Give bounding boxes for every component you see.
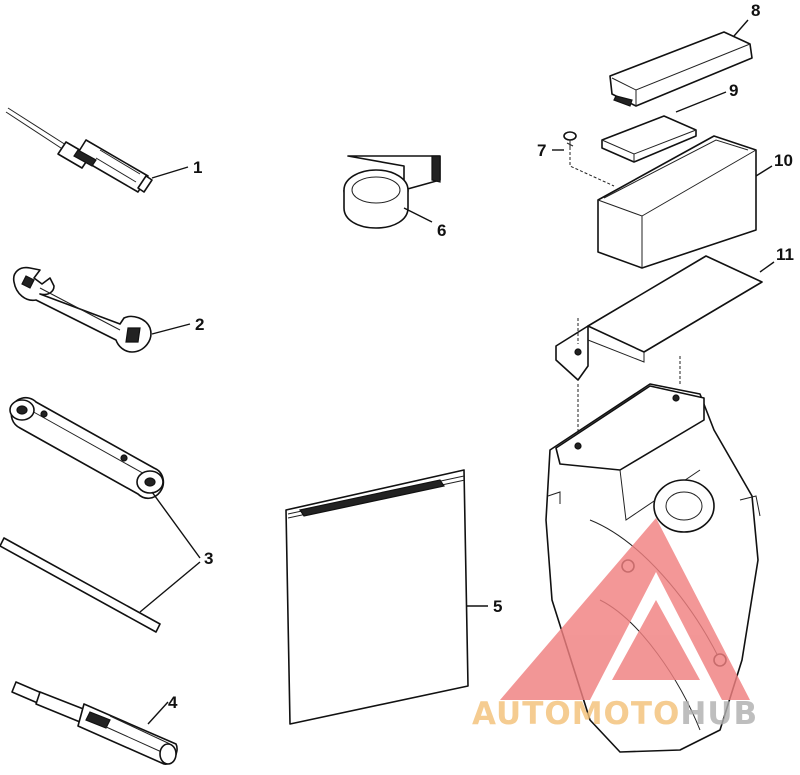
tape-roll-part xyxy=(343,155,441,229)
callout-6: 6 xyxy=(437,221,446,240)
case-lid-part xyxy=(609,31,753,107)
callout-8: 8 xyxy=(751,1,760,20)
watermark-logo: AUTOMOTOHUB xyxy=(472,518,758,732)
tool-case-part xyxy=(597,135,757,269)
box-wrench-part xyxy=(9,396,165,500)
watermark-text-main: AUTOMOTO xyxy=(472,696,680,732)
bracket-part xyxy=(555,255,763,381)
callout-4: 4 xyxy=(168,693,178,712)
watermark-text-hub: HUB xyxy=(680,696,758,732)
owners-manual-part xyxy=(285,469,469,725)
wrench-part xyxy=(12,266,152,353)
rod-part xyxy=(0,537,161,633)
screwdriver-part xyxy=(5,107,153,193)
callout-9: 9 xyxy=(729,81,738,100)
screw-part xyxy=(563,131,577,150)
callout-5: 5 xyxy=(493,597,502,616)
callout-1: 1 xyxy=(193,158,202,177)
bit-driver-part xyxy=(11,681,178,765)
callout-3: 3 xyxy=(204,549,213,568)
foam-pad-part xyxy=(601,115,697,163)
callout-10: 10 xyxy=(774,151,793,170)
callout-7: 7 xyxy=(537,141,546,160)
watermark-triangle-icon xyxy=(500,518,750,700)
svg-text:AUTOMOTOHUB: AUTOMOTOHUB xyxy=(472,696,758,732)
callout-2: 2 xyxy=(195,315,204,334)
callout-11: 11 xyxy=(776,245,794,264)
